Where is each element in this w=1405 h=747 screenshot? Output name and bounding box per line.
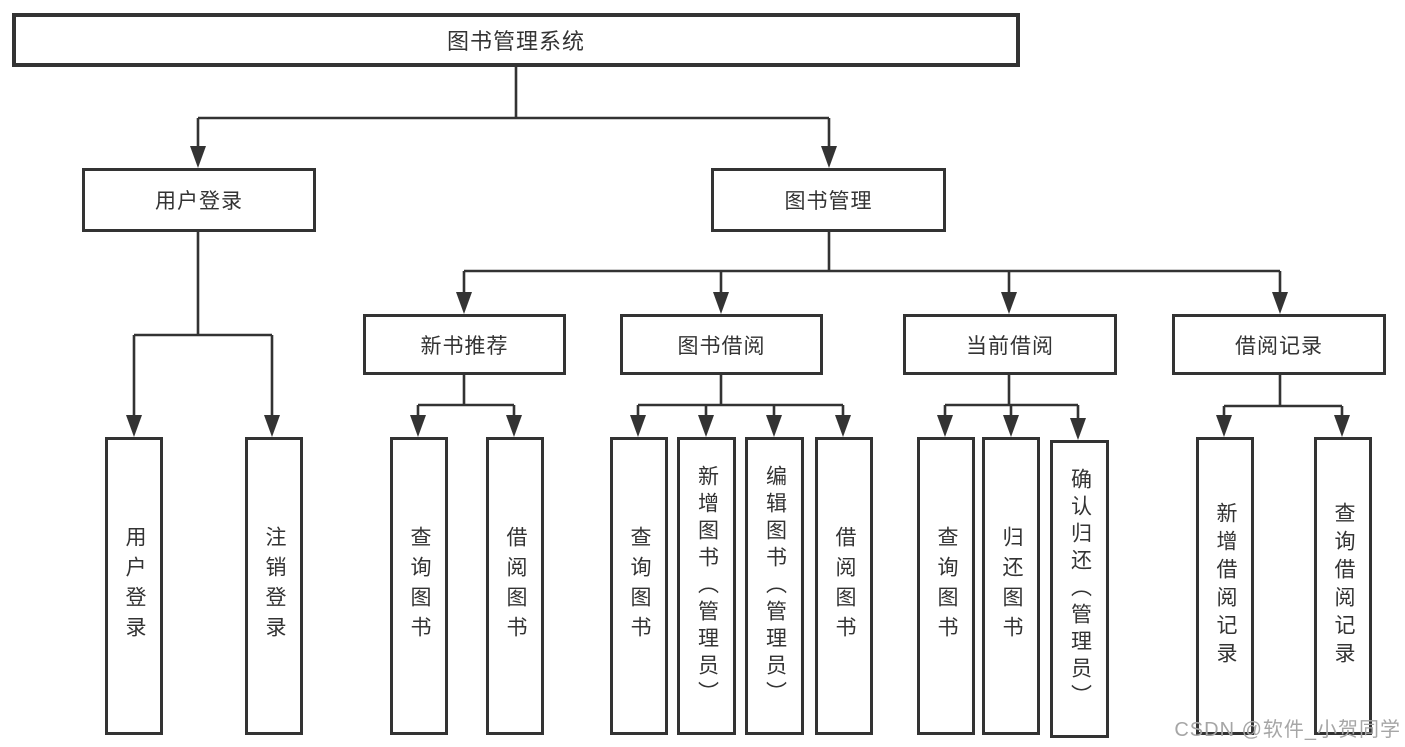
leaf-logout: 注销登录 xyxy=(245,437,303,735)
arrow-down-icon xyxy=(713,292,729,314)
arrow-down-icon xyxy=(190,146,206,168)
arrow-down-icon xyxy=(835,415,851,437)
leaf-add-book-admin: 新增图书（管理员） xyxy=(677,437,736,735)
arrow-down-icon xyxy=(1334,415,1350,437)
arrow-down-icon xyxy=(264,415,280,437)
node-new-book-recommend: 新书推荐 xyxy=(363,314,566,375)
arrow-down-icon xyxy=(1001,292,1017,314)
arrow-down-icon xyxy=(630,415,646,437)
node-book-management: 图书管理 xyxy=(711,168,946,232)
link-bookmgmt-to-level3 xyxy=(462,232,1282,295)
node-library-system: 图书管理系统 xyxy=(12,13,1020,67)
arrow-down-icon xyxy=(766,415,782,437)
leaf-query-borrow-record: 查询借阅记录 xyxy=(1314,437,1372,735)
leaf-return-books: 归还图书 xyxy=(982,437,1040,735)
arrow-down-icon xyxy=(937,415,953,437)
arrow-down-icon xyxy=(1272,292,1288,314)
leaf-add-borrow-record: 新增借阅记录 xyxy=(1196,437,1254,735)
csdn-watermark: CSDN @软件_小贺同学 xyxy=(1174,719,1401,741)
leaf-user-login: 用户登录 xyxy=(105,437,163,735)
node-current-borrow: 当前借阅 xyxy=(903,314,1117,375)
arrow-down-icon xyxy=(1003,415,1019,437)
node-borrow-records: 借阅记录 xyxy=(1172,314,1386,375)
node-book-borrow: 图书借阅 xyxy=(620,314,823,375)
leaf-borrow-books-borrow: 借阅图书 xyxy=(815,437,873,735)
leaf-edit-book-admin: 编辑图书（管理员） xyxy=(745,437,804,735)
arrow-down-icon xyxy=(1070,418,1086,440)
link-newbook-to-leaves xyxy=(416,375,516,420)
leaf-query-books-newbook: 查询图书 xyxy=(390,437,448,735)
node-user-login: 用户登录 xyxy=(82,168,316,232)
link-borrowrecord-to-leaves xyxy=(1222,375,1344,420)
link-currentborrow-to-leaves xyxy=(943,375,1080,423)
link-root-to-level2 xyxy=(196,67,831,150)
arrow-down-icon xyxy=(506,415,522,437)
link-userlogin-to-leaves xyxy=(132,232,274,420)
leaf-query-books-current: 查询图书 xyxy=(917,437,975,735)
arrow-down-icon xyxy=(456,292,472,314)
arrow-down-icon xyxy=(1216,415,1232,437)
link-bookborrow-to-leaves xyxy=(636,375,845,420)
leaf-confirm-return-admin: 确认归还（管理员） xyxy=(1050,440,1109,738)
leaf-query-books-borrow: 查询图书 xyxy=(610,437,668,735)
leaf-borrow-books-newbook: 借阅图书 xyxy=(486,437,544,735)
arrow-down-icon xyxy=(821,146,837,168)
arrow-down-icon xyxy=(410,415,426,437)
arrow-down-icon xyxy=(698,415,714,437)
arrow-down-icon xyxy=(126,415,142,437)
